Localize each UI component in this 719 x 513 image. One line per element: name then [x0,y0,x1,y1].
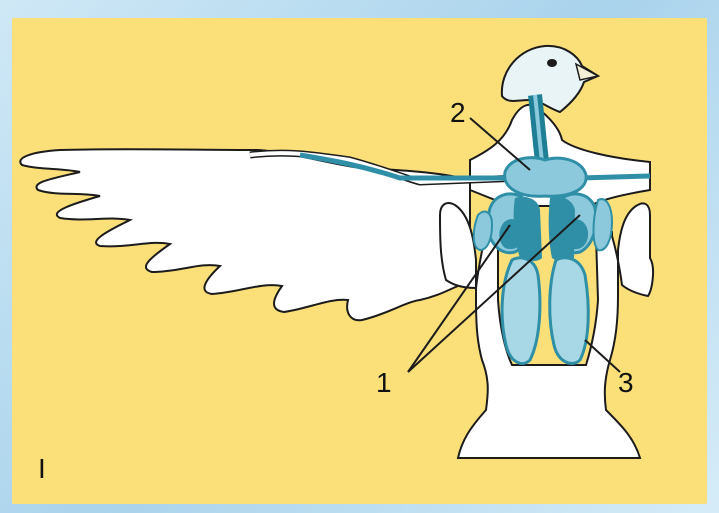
lung-right [549,197,575,261]
abdominal-air-sac-right [550,258,589,364]
abdominal-air-sac-left [502,258,540,364]
label-3: 3 [618,367,634,398]
anterior-air-sac-right-lobe [594,199,613,250]
bird-eye [547,59,557,67]
label-1: 1 [376,367,392,398]
figure-numeral: I [38,453,46,484]
clavicular-air-sac [505,158,586,197]
bird-body [440,203,653,458]
label-2: 2 [450,97,466,128]
